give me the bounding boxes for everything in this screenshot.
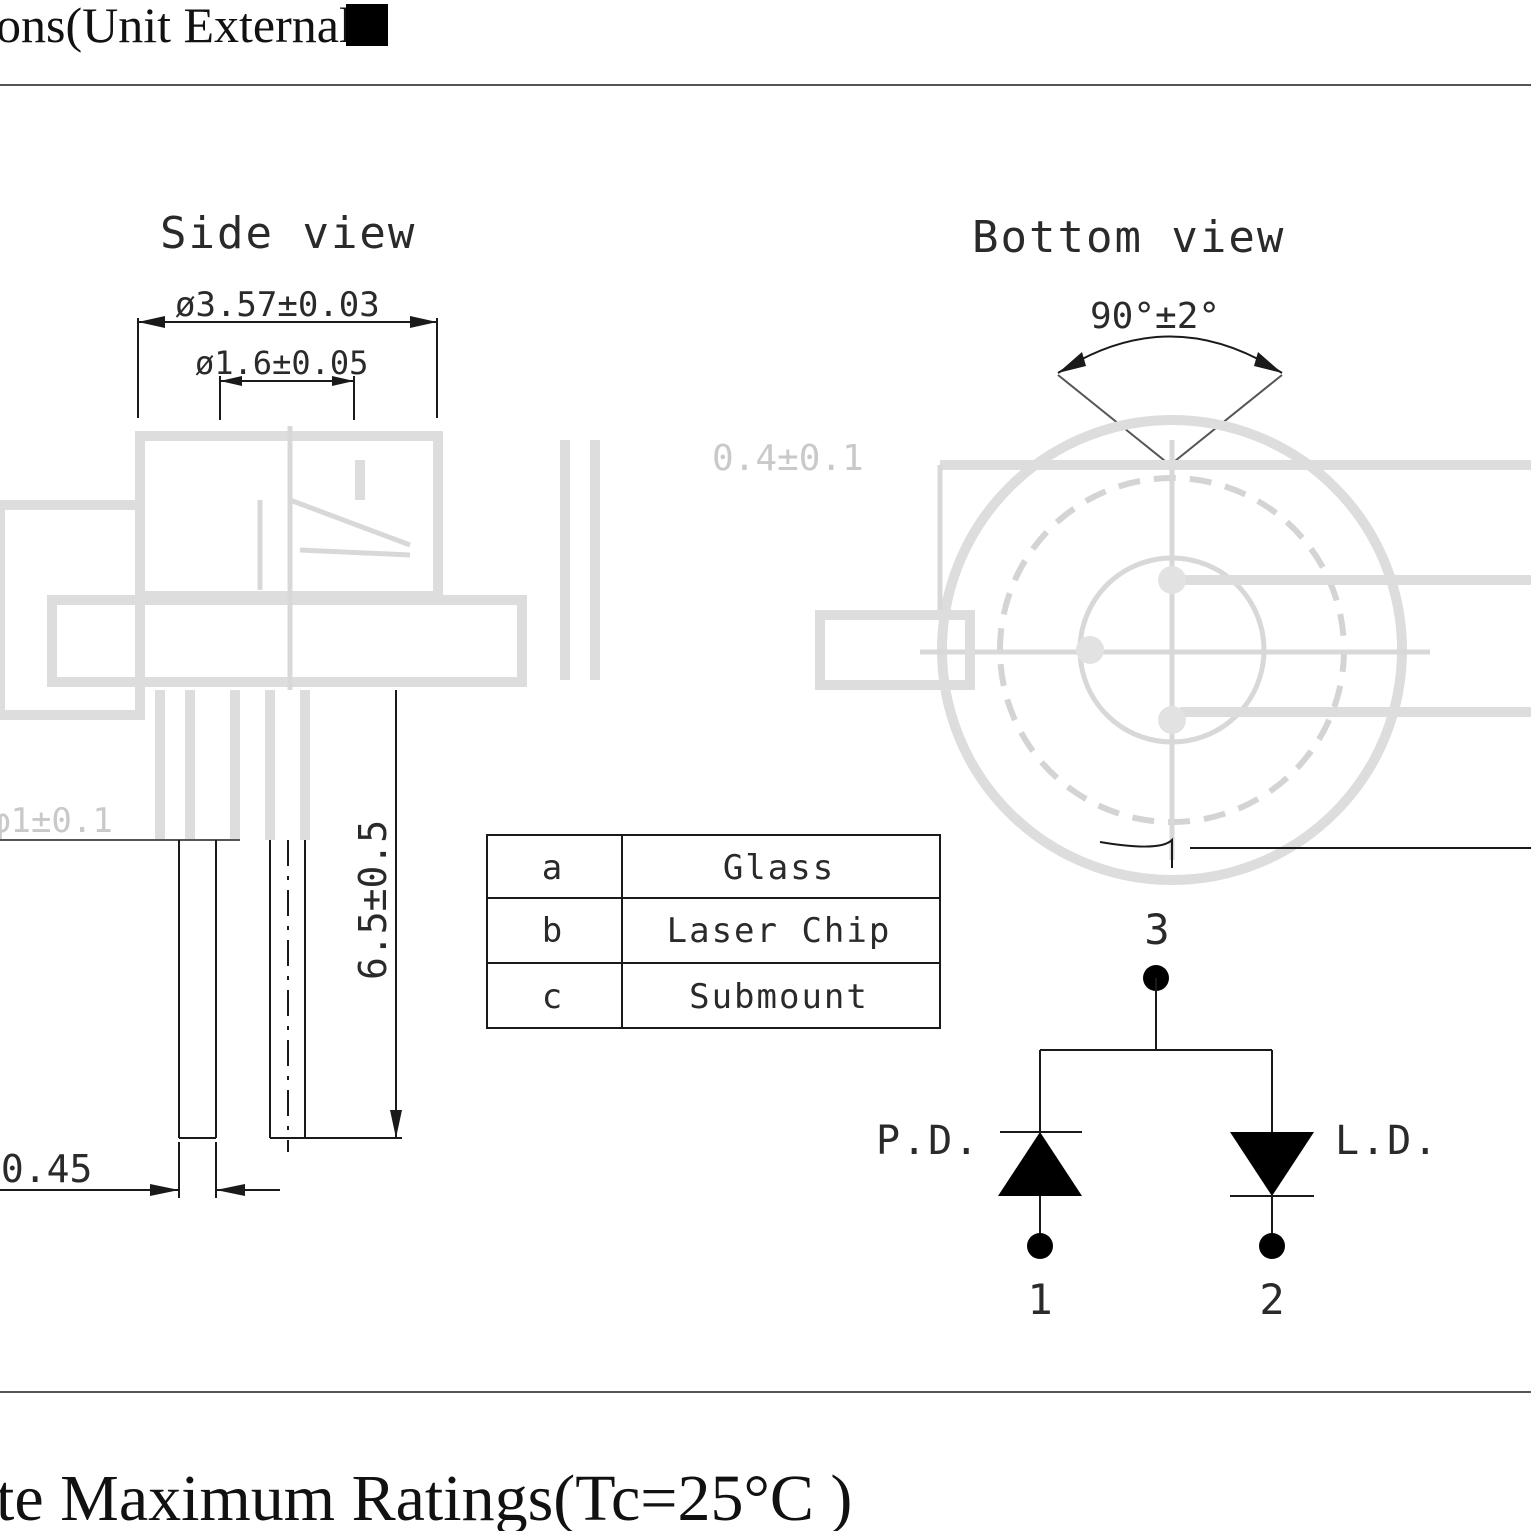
svg-text:0.4±0.1: 0.4±0.1: [712, 438, 864, 479]
outer-diameter-dimension: ø3.57±0.03: [175, 285, 380, 325]
laser-diode-symbol-icon: [1230, 1132, 1314, 1196]
bottom-view-title: Bottom view: [972, 212, 1285, 263]
circuit-schematic: 3 1 P.D. 2 L.D.: [876, 905, 1439, 1324]
lead-diameter-dimension: ø0.45: [0, 1147, 92, 1191]
pin-1-terminal-icon: [1027, 1233, 1053, 1259]
table-row-value: Laser Chip: [667, 911, 892, 951]
parts-table: a Glass b Laser Chip c Submount: [486, 834, 941, 1029]
side-view-title: Side view: [160, 208, 416, 259]
photodiode-label: P.D.: [876, 1118, 980, 1164]
laser-diode-label: L.D.: [1335, 1118, 1439, 1164]
pin-2-terminal-icon: [1259, 1233, 1285, 1259]
photodiode-symbol-icon: [998, 1132, 1082, 1196]
svg-text:φ1±0.1: φ1±0.1: [0, 801, 113, 841]
pin-1-label: 1: [1027, 1275, 1052, 1324]
lead-length-dimension: 6.5±0.5: [351, 820, 395, 980]
inner-diameter-dimension: ø1.6±0.05: [195, 344, 368, 382]
table-row-value: Glass: [723, 848, 835, 888]
table-row-key: b: [542, 911, 562, 951]
black-square-icon: [346, 4, 388, 46]
section-footer-title: te Maximum Ratings(Tc=25°C ): [0, 1462, 852, 1531]
pin-3-label: 3: [1144, 905, 1169, 954]
pin-2-label: 2: [1259, 1275, 1284, 1324]
section-header-title: ons(Unit External: [0, 0, 353, 53]
table-row-value: Submount: [689, 977, 869, 1017]
angle-dimension: 90°±2°: [1090, 296, 1220, 337]
bottom-view-drawing: Bottom view 90°±2° 0.4±0.1: [712, 212, 1531, 885]
side-view-drawing: Side view ø3.57±0.03 ø1.6±0.05 φ1±0.1: [0, 208, 600, 1198]
table-row-key: a: [542, 848, 562, 888]
table-row-key: c: [542, 977, 562, 1017]
